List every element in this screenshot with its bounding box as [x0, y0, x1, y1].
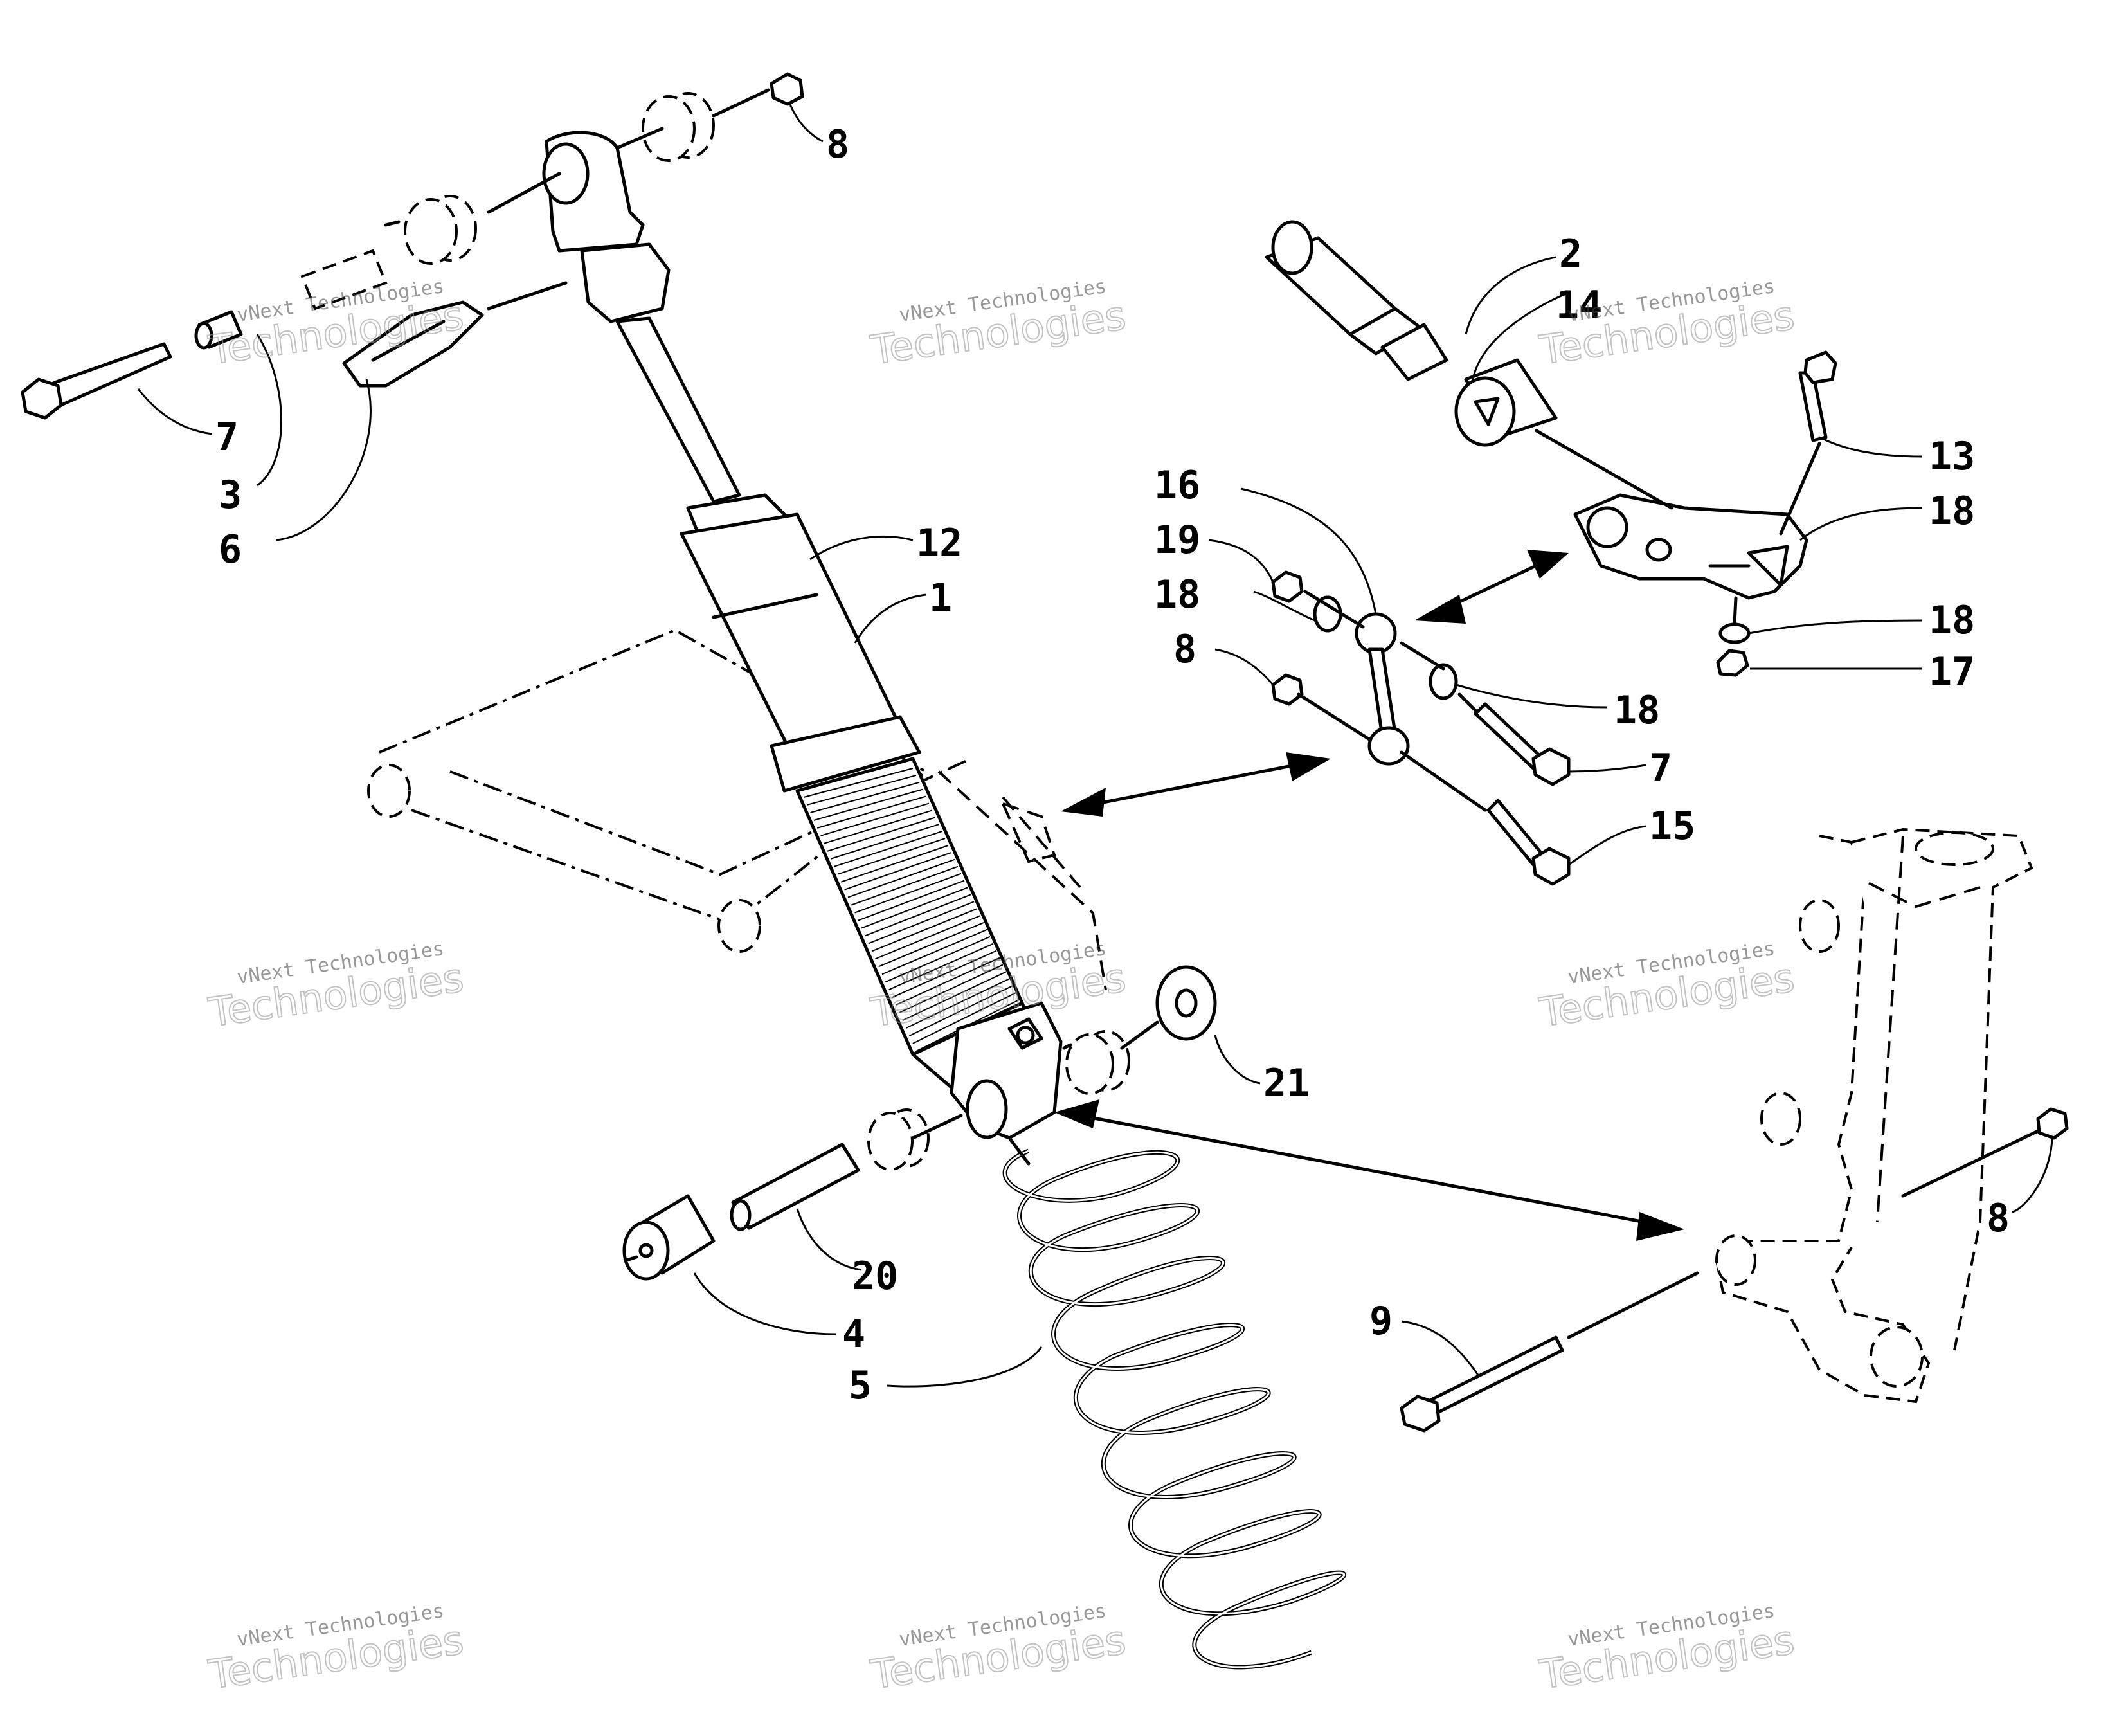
- callout-18-right: 18: [1614, 688, 1660, 733]
- callout-8-top: 8: [826, 122, 849, 167]
- bottom-mount-parts: [622, 965, 1217, 1281]
- callout-4: 4: [842, 1312, 865, 1357]
- leader-lines: [137, 102, 2053, 1388]
- assembly-arrows: [1054, 550, 1684, 1241]
- callout-15: 17: [1929, 649, 1975, 694]
- callout-8-right: 8: [1987, 1196, 2010, 1241]
- callout-6: 6: [219, 527, 242, 572]
- callout-13: 13: [1929, 434, 1975, 479]
- spindle-phantom: [1715, 827, 2033, 1404]
- callout-7-right: 7: [1649, 746, 1672, 791]
- callout-20: 20: [852, 1254, 898, 1299]
- callout-1: 1: [929, 575, 952, 620]
- callout-12: 12: [916, 521, 962, 566]
- watermarks: vNext Technologies Technologies vNext Te…: [205, 275, 1798, 1699]
- callout-2: 2: [1559, 231, 1582, 276]
- callout-16: 18: [1929, 489, 1975, 534]
- callout-19: 19: [1154, 518, 1200, 563]
- callout-numbers: 8 7 3 6 12 1 2 14 13 18 18 17 16 19 18 8…: [215, 122, 2010, 1408]
- shock-absorber: [542, 131, 1063, 1140]
- spindle-bolt: [1400, 1107, 2069, 1433]
- callout-5: 5: [849, 1363, 872, 1408]
- callout-10: 14: [1556, 283, 1602, 328]
- callout-8-mid: 8: [1173, 627, 1196, 672]
- callout-7-left: 7: [215, 415, 239, 460]
- callout-18-left: 18: [1154, 572, 1200, 617]
- top-mount-parts: [21, 72, 804, 420]
- callout-14: 16: [1154, 463, 1200, 508]
- callout-11: 15: [1649, 804, 1695, 849]
- callout-17: 18: [1929, 598, 1975, 643]
- sway-bar-linkage: [1265, 220, 1837, 886]
- a-arm-phantom: [367, 628, 1107, 991]
- callout-21: 21: [1263, 1061, 1310, 1106]
- callout-3: 3: [219, 473, 242, 518]
- callout-9: 9: [1369, 1299, 1393, 1344]
- coil-spring: [1002, 1148, 1347, 1670]
- threaded-sleeve: [803, 768, 1020, 1052]
